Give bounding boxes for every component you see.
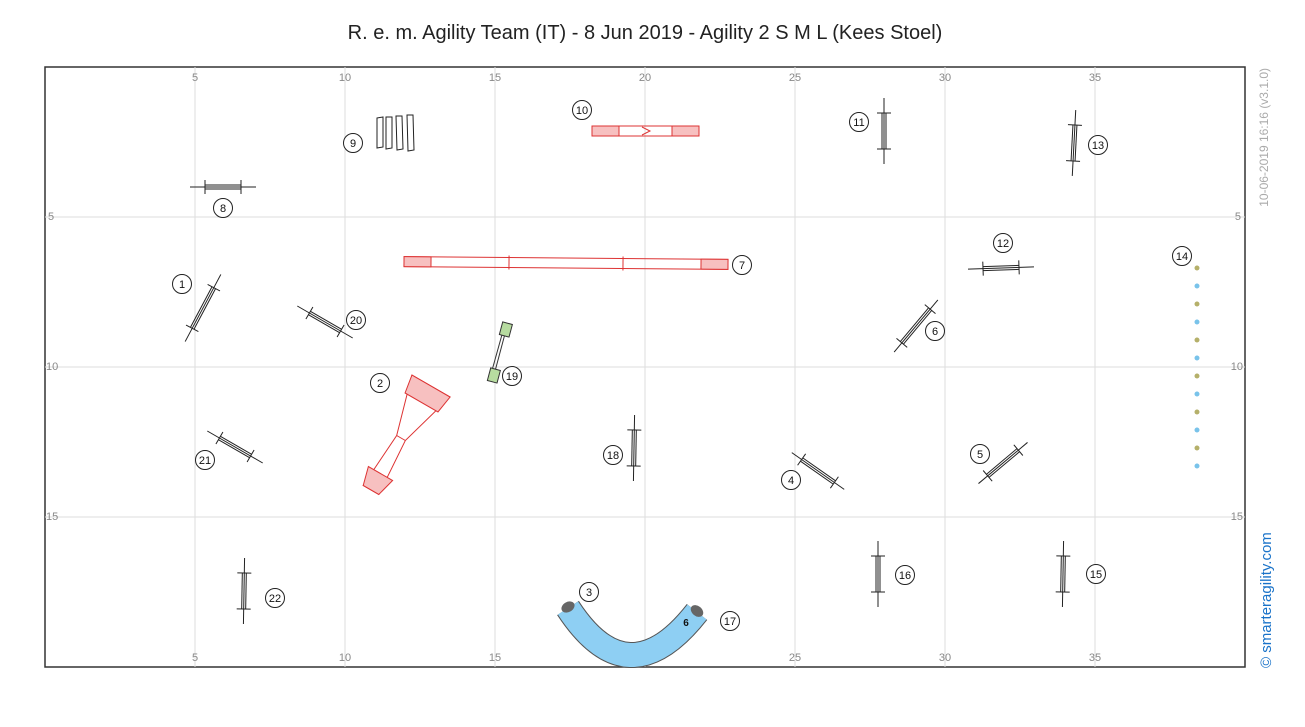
number-label: 17 — [724, 616, 736, 628]
number-marker-10: 10 — [572, 100, 592, 120]
jump-obstacle — [791, 452, 845, 490]
number-marker-18: 18 — [603, 445, 623, 465]
number-marker-20: 20 — [346, 310, 366, 330]
number-label: 22 — [269, 593, 281, 605]
number-marker-14: 14 — [1172, 246, 1192, 266]
number-marker-22: 22 — [265, 588, 285, 608]
grid-lines — [45, 67, 1245, 667]
number-label: 10 — [576, 105, 588, 117]
number-marker-15: 15 — [1086, 564, 1106, 584]
number-marker-17: 17 — [720, 611, 740, 631]
seesaw-obstacle — [591, 125, 700, 137]
dog-walk-obstacle — [403, 255, 729, 271]
tire-obstacle — [486, 321, 513, 384]
obstacle-number-markers: 1 2 3 4 5 6 7 8 9 10 11 12 13 14 15 16 1… — [172, 100, 1192, 631]
number-marker-9: 9 — [343, 133, 363, 153]
right-tick: 5 — [1235, 211, 1241, 223]
jump-obstacle — [297, 305, 353, 339]
number-marker-6: 6 — [925, 321, 945, 341]
right-tick: 15 — [1231, 511, 1243, 523]
number-marker-21: 21 — [195, 450, 215, 470]
long-jump-obstacle — [376, 114, 415, 152]
number-marker-19: 19 — [502, 366, 522, 386]
top-tick: 5 — [192, 72, 198, 84]
jump-obstacle — [1066, 110, 1082, 176]
number-marker-1: 1 — [172, 274, 192, 294]
top-tick: 35 — [1089, 72, 1101, 84]
number-label: 13 — [1092, 140, 1104, 152]
top-tick: 30 — [939, 72, 951, 84]
jump-obstacle — [236, 557, 252, 625]
course-title: R. e. m. Agility Team (IT) - 8 Jun 2019 … — [348, 22, 943, 44]
number-label: 18 — [607, 450, 619, 462]
bottom-tick: 25 — [789, 652, 801, 664]
number-marker-13: 13 — [1088, 135, 1108, 155]
number-marker-12: 12 — [993, 233, 1013, 253]
number-label: 5 — [977, 449, 983, 461]
number-marker-3: 3 — [579, 582, 599, 602]
jump-obstacle — [626, 414, 642, 482]
number-marker-16: 16 — [895, 565, 915, 585]
brand-link[interactable]: © smarteragility.com — [1258, 532, 1275, 668]
number-label: 11 — [853, 117, 864, 129]
jump-obstacle — [893, 299, 939, 353]
right-axis-ticks: 5 10 15 — [1231, 211, 1243, 523]
left-tick: 5 — [48, 211, 54, 223]
number-marker-5: 5 — [970, 444, 990, 464]
number-label: 2 — [377, 378, 383, 390]
jump-obstacle — [1055, 540, 1071, 608]
number-label: 12 — [997, 238, 1009, 250]
bottom-tick: 5 — [192, 652, 198, 664]
jump-obstacle — [968, 260, 1034, 276]
number-marker-4: 4 — [781, 470, 801, 490]
number-label: 6 — [932, 326, 938, 338]
top-axis-ticks: 5 10 15 20 25 30 35 — [192, 72, 1101, 84]
jump-obstacle — [871, 541, 885, 607]
top-tick: 10 — [339, 72, 351, 84]
top-tick: 20 — [639, 72, 651, 84]
jump-obstacle — [190, 180, 256, 194]
number-label: 19 — [506, 371, 518, 383]
top-tick: 15 — [489, 72, 501, 84]
number-marker-11: 11 — [849, 112, 869, 132]
number-label: 3 — [586, 587, 592, 599]
tunnel-obstacle: 6 — [557, 600, 708, 668]
a-frame-obstacle — [362, 374, 451, 496]
jump-obstacle — [877, 98, 891, 164]
tunnel-length-label: 6 — [683, 618, 689, 629]
bottom-tick: 35 — [1089, 652, 1101, 664]
jump-obstacle — [207, 430, 263, 464]
timestamp-label: 10-06-2019 16:16 (v3.1.0) — [1257, 68, 1271, 207]
number-label: 21 — [199, 455, 211, 467]
bottom-tick: 30 — [939, 652, 951, 664]
bottom-tick: 15 — [489, 652, 501, 664]
left-tick: 10 — [46, 361, 58, 373]
jump-obstacle — [978, 442, 1028, 484]
number-label: 7 — [739, 260, 745, 272]
number-marker-8: 8 — [213, 198, 233, 218]
bottom-tick: 10 — [339, 652, 351, 664]
left-tick: 15 — [46, 511, 58, 523]
number-label: 16 — [899, 570, 911, 582]
top-tick: 25 — [789, 72, 801, 84]
number-label: 1 — [179, 279, 185, 291]
number-label: 14 — [1176, 251, 1188, 263]
right-tick: 10 — [1231, 361, 1243, 373]
weave-poles-obstacle — [1194, 265, 1200, 469]
left-axis-ticks: 5 10 15 — [46, 211, 58, 523]
number-label: 20 — [350, 315, 362, 327]
number-label: 4 — [788, 475, 794, 487]
jump-obstacle — [184, 274, 222, 342]
number-label: 8 — [220, 203, 226, 215]
number-label: 9 — [350, 138, 356, 150]
number-marker-7: 7 — [732, 255, 752, 275]
number-marker-2: 2 — [370, 373, 390, 393]
number-label: 15 — [1090, 569, 1102, 581]
